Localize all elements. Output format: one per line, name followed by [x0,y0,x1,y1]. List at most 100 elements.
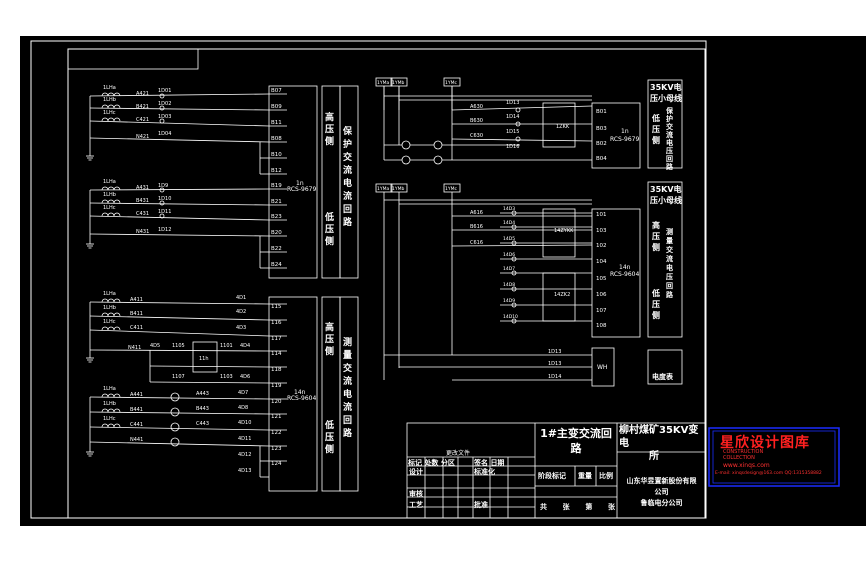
terminal-label: B08 [271,136,282,142]
terminal-label: B22 [271,246,282,252]
ct-label: 1LHb [103,401,116,407]
ct-coil [113,199,121,204]
ct-wire [89,426,270,431]
top-terminal-panel [268,85,359,279]
label: 4D2 [236,309,246,315]
label: 1D04 [158,131,171,137]
label: 14ZK2 [554,292,570,298]
label: B411 [130,311,143,317]
wire [149,365,270,368]
phase-label: C616 [470,240,483,246]
ct-coil [113,92,121,97]
label: 1101 [220,343,233,349]
right-wiring [375,77,593,381]
bus-label: 1YMa [377,186,389,192]
meter-symbol [170,407,180,417]
label: 4D11 [238,436,251,442]
label: 1107 [172,374,185,380]
ct-wire [89,396,270,400]
terminal-label: B21 [271,199,282,205]
ct-label: 1LHb [103,192,116,198]
ct-coil [113,408,121,413]
label: 4D8 [238,405,248,411]
label: B431 [136,198,149,204]
label: 1D13 [548,361,561,367]
label: N411 [128,345,141,351]
bus-label: 1YMc [445,186,457,192]
bus-label: 1YMb [392,80,404,86]
terminal-no: 14D4 [503,220,515,226]
terminal-no: 14D10 [503,314,518,320]
wire [149,381,270,384]
left-wiring [86,92,287,478]
terminal-dot [515,136,521,142]
label: C431 [136,211,149,217]
terminal-label: B19 [271,183,282,189]
terminal-no: 14D9 [503,298,515,304]
neutral-wire [89,349,270,352]
label: 4D4 [240,343,250,349]
label: A443 [196,391,209,397]
label: C443 [196,421,209,427]
phase-label: C630 [470,133,483,139]
label: C441 [130,422,143,428]
label: N421 [136,134,149,140]
title-block [406,422,706,519]
ct-wire [89,411,270,415]
terminal-dot [159,93,165,99]
terminal-no: 14D5 [503,236,515,242]
ct-coil [113,186,121,191]
terminal-no: 14D7 [503,266,515,272]
label: 4D3 [236,325,246,331]
terminal-label: 106 [596,292,607,298]
terminal-label: 108 [596,323,607,329]
ct-wire [89,315,270,321]
terminal-label: 116 [271,320,282,326]
ct-wire [89,107,270,111]
label: A441 [130,392,143,398]
ct-wire [89,301,270,305]
terminal-dot [515,107,521,113]
ct-coil [113,393,121,398]
terminal-label: 120 [271,399,282,405]
terminal-label: B23 [271,214,282,220]
ct-label: 1LHb [103,97,116,103]
terminal-dot [159,105,165,111]
label: 1D14 [506,114,519,120]
label: B441 [130,407,143,413]
label: 4D6 [240,374,250,380]
label: 4D5 [150,343,160,349]
label: 1103 [220,374,233,380]
watermark-box [708,427,840,487]
terminal-dot [159,187,165,193]
ct-wire [89,120,270,127]
label: 1D12 [158,227,171,233]
phase-label: A630 [470,104,483,110]
label: N431 [136,229,149,235]
bus-label: 1YMa [377,80,389,86]
label: 4D7 [238,390,248,396]
terminal-label: B02 [596,141,607,147]
terminal-dot [159,213,165,219]
label: A421 [136,91,149,97]
terminal-label: B07 [271,88,282,94]
terminal-label: 117 [271,336,282,342]
terminal-label: 105 [596,276,607,282]
terminal-label: B24 [271,262,282,268]
label: 1105 [172,343,185,349]
terminal-label: 102 [596,243,607,249]
label: 1D14 [548,374,561,380]
label: 1D16 [506,144,519,150]
terminal-dot [515,121,521,127]
bus-label: 1YMc [445,80,457,86]
terminal-label: B04 [596,156,607,162]
ct-wire [89,202,270,206]
ct-coil [113,326,121,331]
top-left-label-box [67,48,199,70]
terminal-label: 122 [271,430,282,436]
neutral-wire [89,137,270,143]
terminal-dot [159,118,165,124]
ct-label: 1LHc [103,205,116,211]
label: 1D13 [548,349,561,355]
right-mid-panel [542,181,683,387]
